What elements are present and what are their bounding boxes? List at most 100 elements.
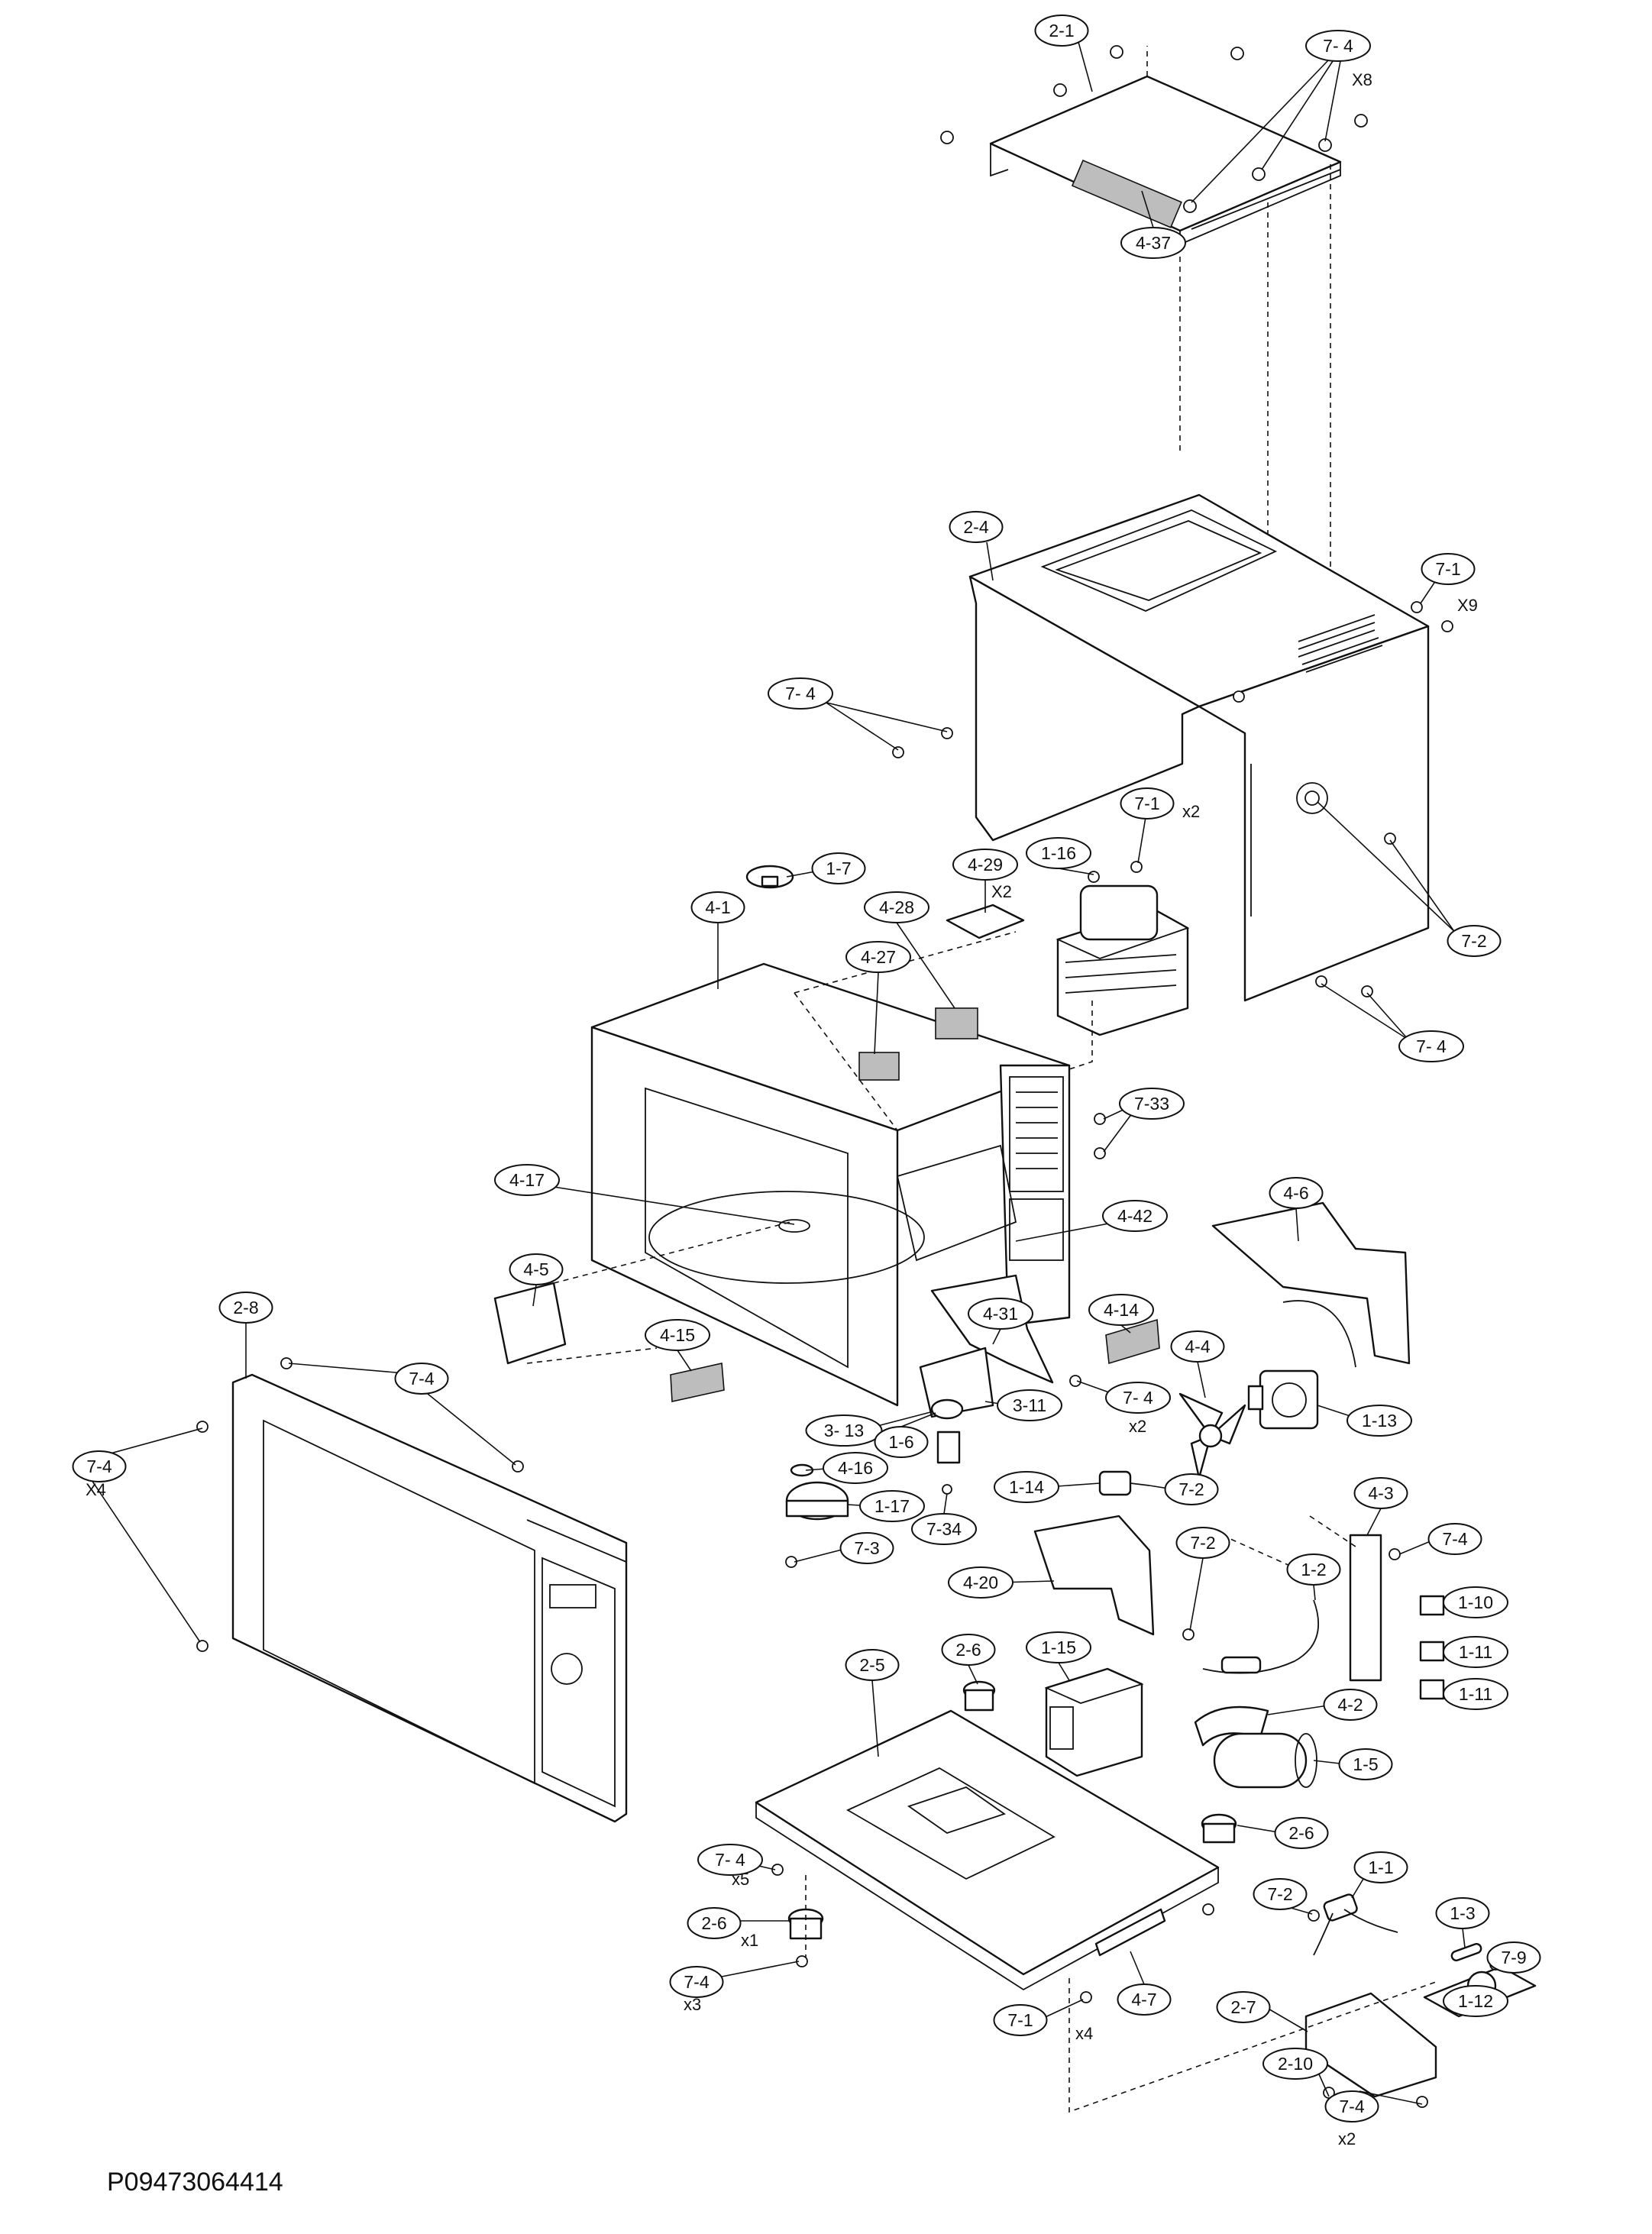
callout-2-1: 2-1 [1034, 15, 1089, 47]
callout-label: 3- 13 [824, 1421, 864, 1440]
callout-7-4: 7-4 [1427, 1523, 1482, 1555]
callout-label: 2-10 [1278, 2054, 1313, 2074]
callout-bubble [1398, 1030, 1464, 1062]
callout-2-5: 2-5 [845, 1649, 900, 1681]
callout-bubble [864, 891, 929, 923]
callout-label: 7-2 [1267, 1884, 1292, 1904]
callout-1-15: 1-15 [1026, 1631, 1091, 1663]
callout-7-2: 7-2 [1253, 1878, 1308, 1910]
callout-bubble [509, 1253, 564, 1285]
callout-bubble [1274, 1817, 1329, 1849]
callout-label: 4-3 [1368, 1483, 1393, 1503]
callout-bubble [690, 891, 745, 923]
callout-quantity: x2 [1338, 2129, 1356, 2148]
callout-quantity: x3 [684, 1995, 701, 2014]
assembly-lines [526, 931, 1437, 2113]
callout-label: 4-29 [968, 855, 1003, 875]
callout-2-6: 2-6 [941, 1634, 996, 1666]
callout-label: 7-2 [1461, 931, 1486, 951]
callout-bubble [1353, 1851, 1408, 1883]
callout-bubble [1443, 1636, 1508, 1668]
callout-bubble [948, 1566, 1014, 1599]
magnetron [1056, 884, 1190, 1036]
callout-bubble [645, 1319, 710, 1351]
callout-bubble [218, 1292, 273, 1324]
callout-bubble [941, 1634, 996, 1666]
callout-bubble [1486, 1941, 1541, 1974]
turntable-motor [785, 1463, 849, 1521]
callout-3-11: 3-11 [997, 1389, 1062, 1421]
callout-label: 4-6 [1283, 1183, 1308, 1203]
callout-label: 7-4 [684, 1972, 709, 1992]
callout-label: 2-8 [233, 1298, 258, 1317]
drawing-code: P09473064414 [107, 2168, 283, 2197]
power-cord-connector [1313, 1893, 1398, 1956]
callout-bubble [1305, 30, 1371, 62]
callout-label: 7- 4 [1323, 36, 1353, 56]
callout-4-31: 4-31 [968, 1298, 1033, 1330]
thermostat-top [745, 865, 794, 889]
callout-label: 7-3 [854, 1538, 879, 1558]
callout-label: 7-1 [1134, 794, 1159, 813]
callout-7-1: 7-1X9 [1421, 553, 1478, 615]
callout-label: 4-4 [1185, 1337, 1210, 1356]
callout-2-10: 2-10 [1262, 2048, 1328, 2080]
callout-1-16: 1-16 [1026, 837, 1091, 869]
callout-1-12: 1-12 [1443, 1985, 1508, 2017]
fan-motor [1247, 1369, 1319, 1430]
callout-bubble [859, 1490, 925, 1522]
callout-7-2: 7-2 [1175, 1527, 1230, 1559]
callout-4-7: 4-7 [1117, 1983, 1172, 2016]
shield-bracket [1033, 1515, 1155, 1636]
callout-label: 7-2 [1190, 1533, 1215, 1553]
callout-bubble [1269, 1177, 1324, 1209]
callout-label: 4-27 [861, 947, 896, 967]
callout-label: 4-7 [1131, 1990, 1156, 2009]
callout-4-17: 4-17 [494, 1164, 560, 1196]
callout-label: 7-4 [1339, 2097, 1364, 2116]
callout-quantity: X4 [86, 1480, 106, 1499]
pad-4-15 [670, 1363, 725, 1402]
callout-bubble [952, 849, 1018, 881]
callout-label: 1-14 [1009, 1477, 1044, 1497]
callout-7-1: 7-1 x2 [1120, 787, 1200, 821]
callout-label: 7- 4 [715, 1850, 745, 1870]
callout-label: 4-5 [523, 1259, 548, 1279]
control-tray [1304, 1992, 1437, 2098]
latch-bracket [919, 1347, 994, 1418]
callout-bubble [997, 1389, 1062, 1421]
callout-7-4: 7-4 x2 [1324, 2090, 1379, 2148]
callout-label: 1-10 [1458, 1592, 1493, 1612]
pad-4-14 [1105, 1318, 1160, 1365]
callout-bubble [1102, 1200, 1168, 1232]
callout-bubble [968, 1298, 1033, 1330]
callout-label: 1-11 [1459, 1642, 1492, 1662]
callout-label: 4-17 [509, 1170, 545, 1190]
base-plate [755, 1709, 1220, 1991]
callout-label: 7- 4 [785, 684, 816, 703]
callout-1-5: 1-5 [1338, 1748, 1393, 1780]
callout-bubble [1324, 2090, 1379, 2122]
callout-label: 4-14 [1104, 1300, 1139, 1320]
callout-7-4: 7- 4X8 [1305, 30, 1372, 89]
callout-4-5: 4-5 [509, 1253, 564, 1285]
fan-duct [1211, 1201, 1411, 1368]
callout-4-28: 4-28 [864, 891, 929, 923]
callout-label: 2-1 [1049, 21, 1074, 40]
callout-4-16: 4-16 [823, 1452, 888, 1484]
callout-7-4: 7-4x3 [669, 1966, 724, 2014]
callout-bubble [1262, 2048, 1328, 2080]
callout-bubble [1026, 1631, 1091, 1663]
callout-bubble [1026, 837, 1091, 869]
callout-7-34: 7-34 [911, 1513, 977, 1545]
callout-bubble [1346, 1405, 1412, 1437]
callout-label: 7-9 [1501, 1948, 1526, 1967]
callout-label: 2-6 [955, 1640, 981, 1660]
callout-quantity: x2 [1182, 802, 1200, 821]
base-rail [1094, 1908, 1166, 1957]
callout-bubble [1120, 787, 1175, 820]
callout-label: 4-20 [963, 1573, 998, 1592]
callout-4-37: 4-37 [1120, 227, 1186, 259]
callout-bubble [993, 2004, 1048, 2036]
